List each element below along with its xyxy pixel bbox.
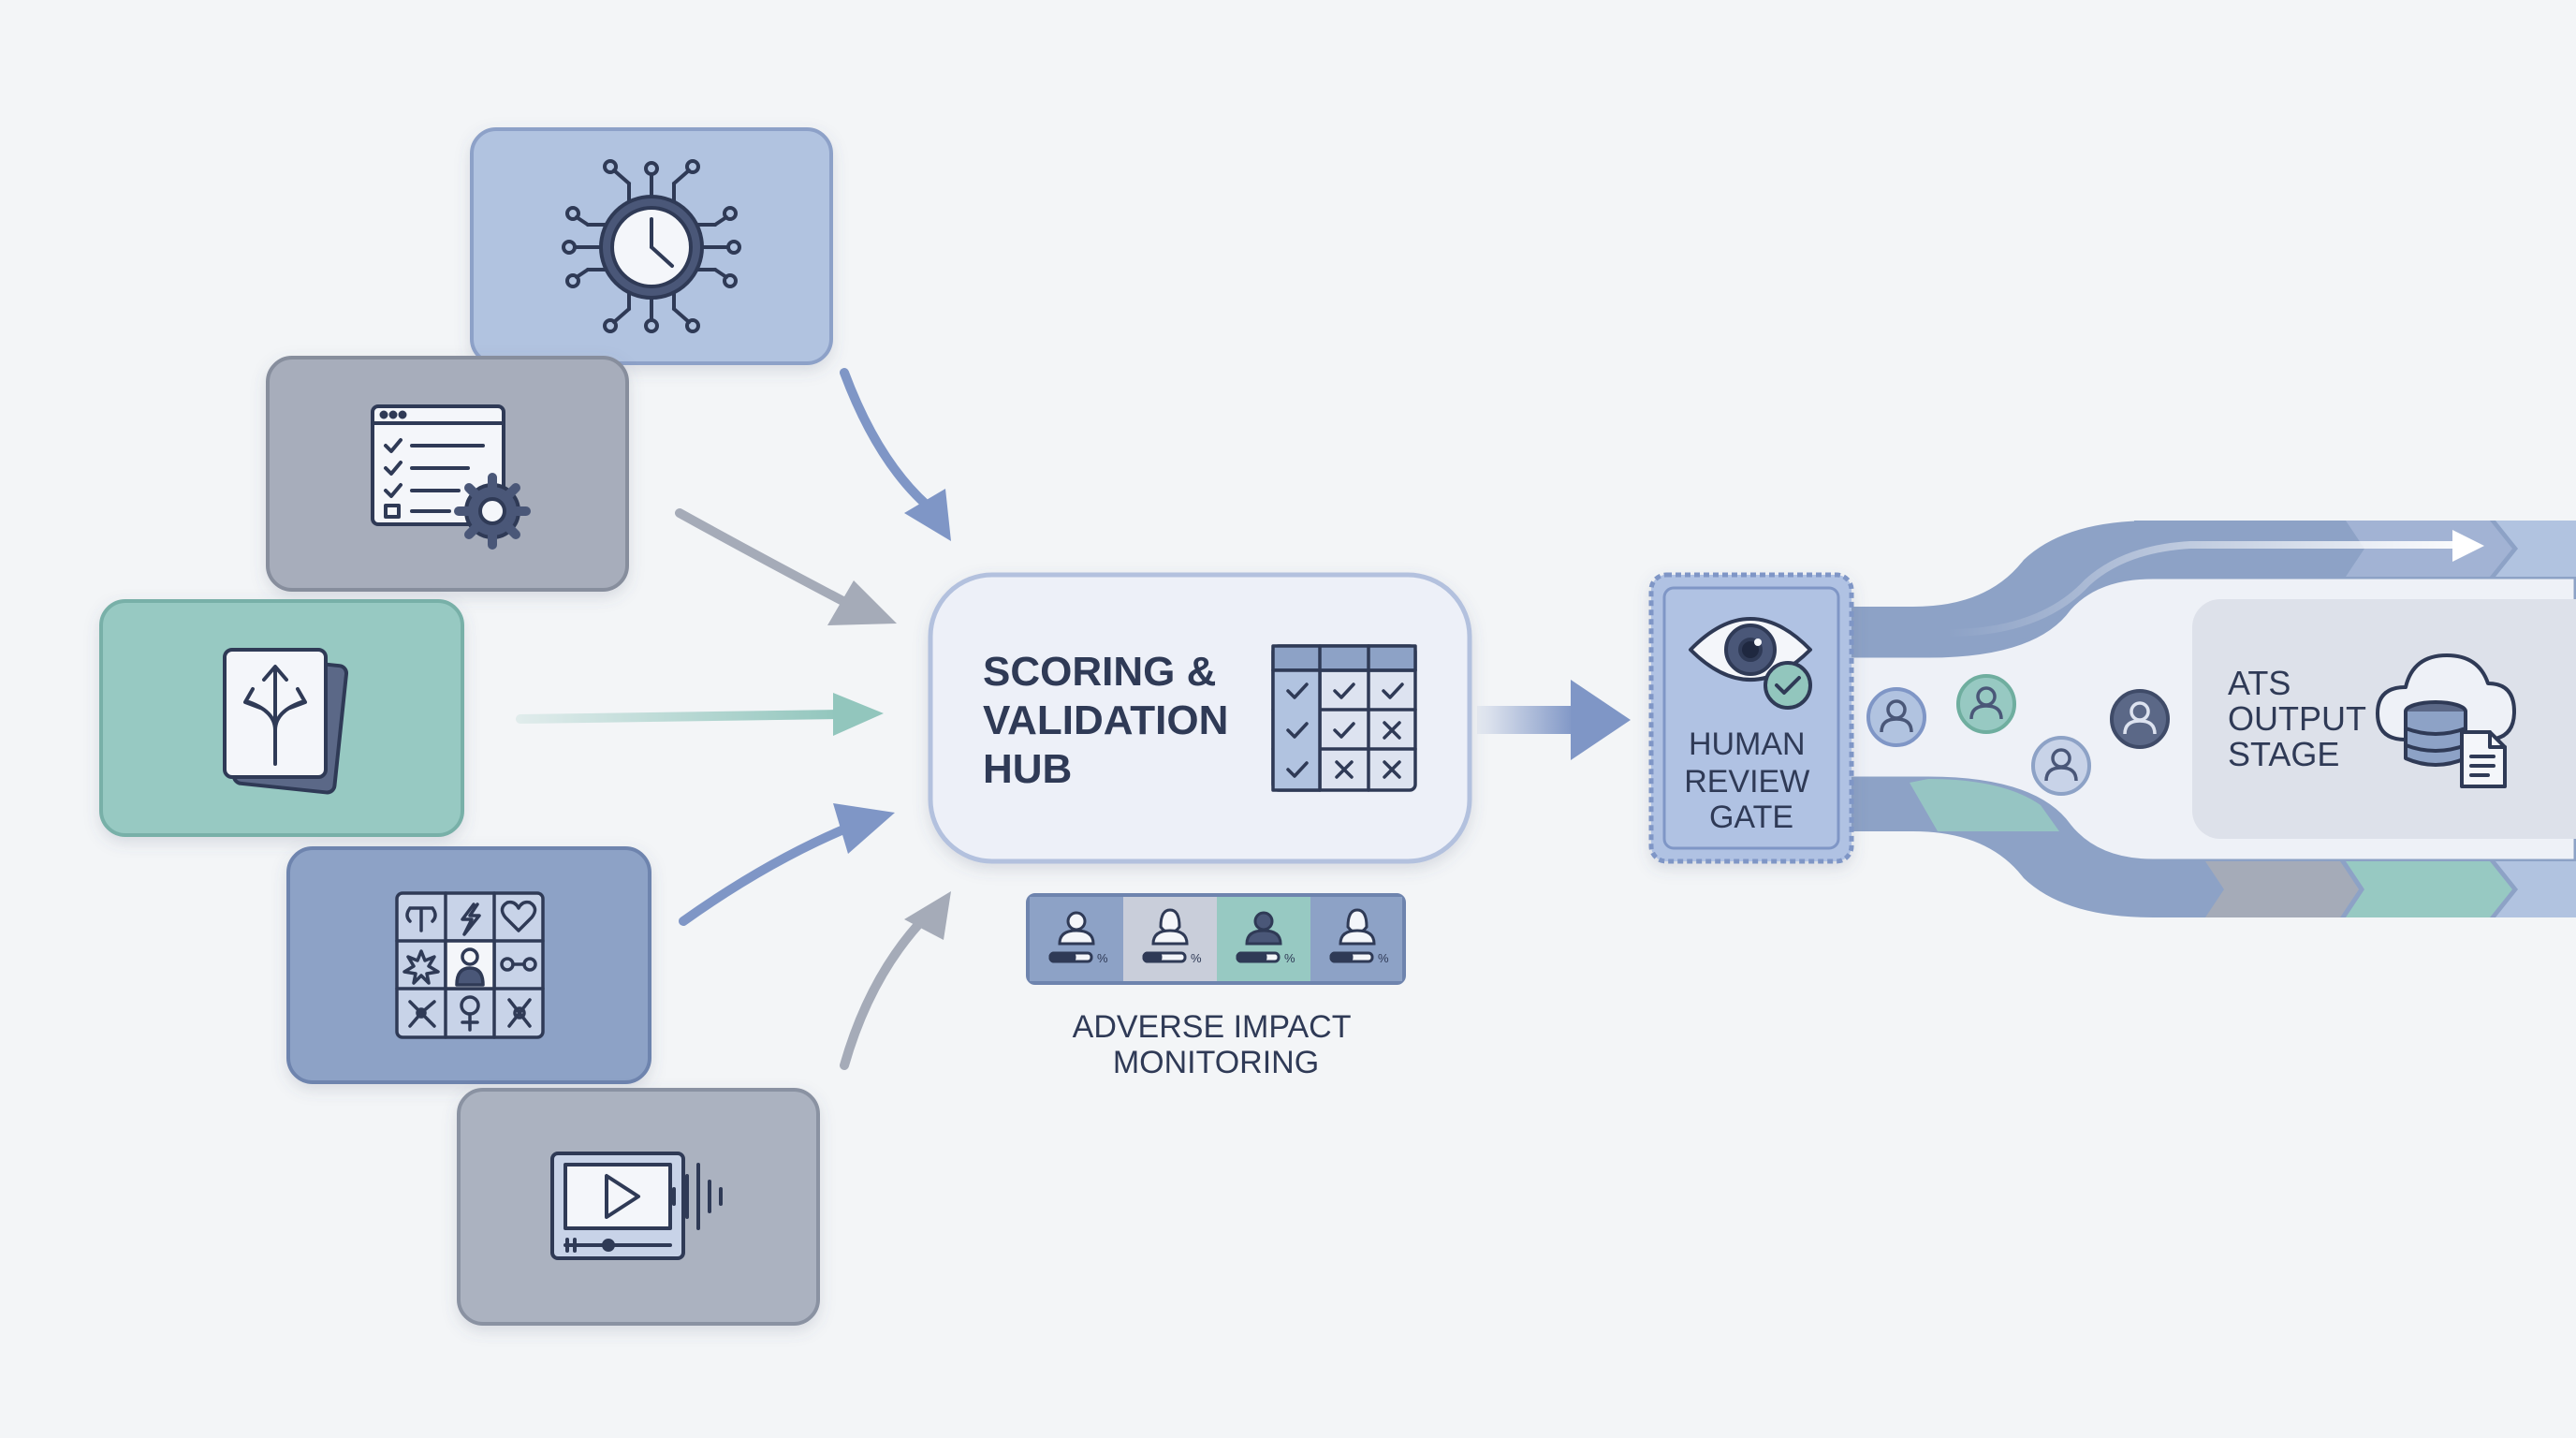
candidate-avatar-icon bbox=[2031, 736, 2091, 796]
video-audio-icon bbox=[550, 1152, 723, 1260]
candidate-avatar-icons bbox=[1866, 674, 2170, 796]
branching-arrow-cards-icon bbox=[223, 648, 349, 795]
cloud-database-document-icon bbox=[2376, 653, 2516, 788]
monitor-label: ADVERSE IMPACT MONITORING bbox=[1073, 1009, 1360, 1080]
svg-text:%: % bbox=[1284, 951, 1295, 965]
scoring-grid-icon bbox=[1271, 644, 1417, 792]
candidate-avatar-icon bbox=[1956, 674, 2016, 734]
eye-check-icon bbox=[1689, 617, 1812, 710]
input-arrows bbox=[516, 368, 951, 1070]
hub-title: SCORING & VALIDATION HUB bbox=[983, 649, 1240, 792]
demographic-group-icons: % % % % bbox=[1048, 908, 1389, 965]
personality-grid-icon bbox=[395, 891, 545, 1039]
checklist-gear-icon bbox=[371, 404, 531, 550]
candidate-avatar-icon bbox=[2110, 689, 2170, 749]
hub-to-gate-arrow bbox=[1477, 680, 1631, 760]
gate-label: HUMAN REVIEW GATE bbox=[1684, 726, 1819, 835]
ats-output-label: ATS OUTPUT STAGE bbox=[2228, 664, 2375, 773]
svg-text:%: % bbox=[1191, 951, 1202, 965]
svg-text:%: % bbox=[1097, 951, 1108, 965]
candidate-avatar-icon bbox=[1866, 687, 1926, 747]
svg-text:%: % bbox=[1378, 951, 1389, 965]
circuit-clock-icon bbox=[562, 159, 741, 333]
